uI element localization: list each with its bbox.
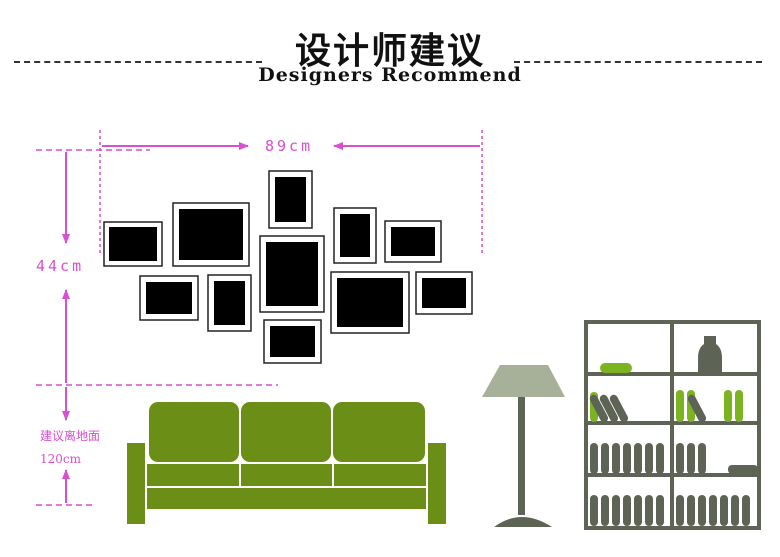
height-dimension-label: 44cm [36, 257, 85, 275]
book-row-4-right [676, 495, 750, 526]
sofa-base [147, 488, 426, 509]
book-stack [600, 363, 632, 373]
sofa-cushion-back-1 [149, 402, 239, 462]
dimension-guides [36, 130, 483, 506]
book-row-3-right [676, 443, 758, 474]
sofa-arm-right [428, 443, 446, 524]
book [589, 394, 609, 423]
header-divider-right [514, 61, 762, 63]
lamp-base [494, 517, 552, 527]
vase-icon [698, 336, 722, 372]
floor-height-value: 120cm [40, 452, 82, 466]
frame-8 [207, 274, 252, 332]
page-title: 设计师建议 [294, 31, 485, 72]
frame-10 [415, 271, 473, 315]
book [735, 390, 743, 422]
frame-6 [259, 235, 325, 313]
photo-frames [103, 170, 473, 364]
sofa-arm-left [127, 443, 145, 524]
sofa-seat-2 [241, 464, 332, 486]
book-row-4-left [590, 495, 664, 526]
frame-2 [172, 202, 250, 267]
sofa-seat-1 [147, 464, 239, 486]
frame-9 [330, 271, 410, 334]
floor-lamp [482, 365, 565, 527]
book [599, 394, 619, 423]
width-dimension-label: 89cm [265, 137, 314, 155]
floor-height-note: 建议离地面 [40, 429, 101, 443]
frame-7 [139, 275, 199, 321]
bookshelf [584, 320, 761, 530]
page-subtitle: Designers Recommend [258, 64, 522, 86]
sofa-cushion-back-2 [241, 402, 331, 462]
frame-11 [263, 319, 322, 364]
sofa-seat-3 [334, 464, 426, 486]
book [676, 390, 684, 422]
sofa [127, 402, 446, 524]
lamp-pole [518, 397, 525, 515]
header-divider-left [14, 61, 262, 63]
frame-5 [384, 220, 442, 263]
book [609, 394, 629, 423]
frame-3 [268, 170, 313, 229]
frame-4 [333, 207, 377, 264]
book [724, 390, 732, 422]
frame-1 [103, 221, 163, 267]
book-row-3-left [590, 443, 664, 474]
sofa-cushion-back-3 [333, 402, 425, 462]
book [687, 394, 707, 423]
lamp-shade [482, 365, 565, 397]
